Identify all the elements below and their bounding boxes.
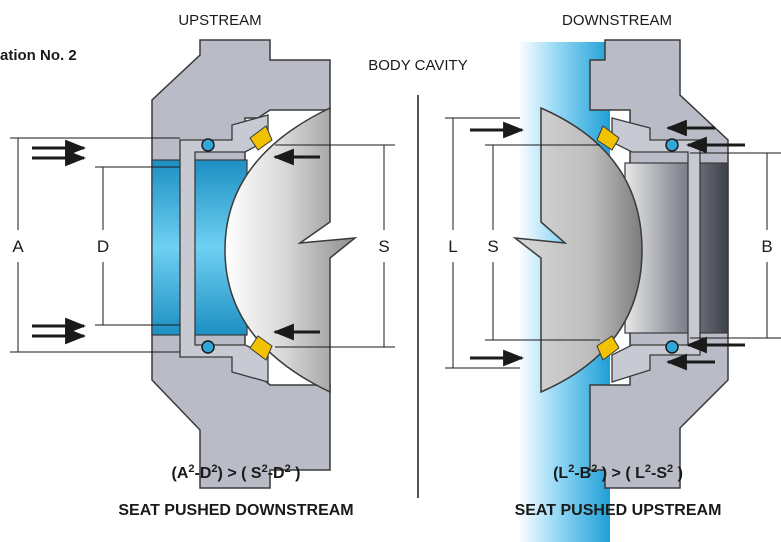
upstream-caption: SEAT PUSHED DOWNSTREAM — [118, 502, 353, 519]
dimension-a-label: A — [12, 237, 24, 256]
dimension-b-label: B — [761, 237, 772, 256]
downstream-dimension-lines — [445, 117, 781, 369]
downstream-seal-bottom — [596, 335, 620, 361]
upstream-seal-bottom — [249, 335, 273, 361]
dimension-s-downstream-label: S — [487, 237, 498, 256]
dimension-s-upstream-label: S — [378, 237, 389, 256]
downstream-formula: (L2-B2 ) > ( L2-S2 ) — [553, 463, 683, 482]
section-heading: ation No. 2 — [0, 47, 77, 64]
dimension-d-label: D — [97, 237, 109, 256]
upstream-label: UPSTREAM — [178, 12, 261, 29]
downstream-seal-top — [596, 125, 620, 151]
downstream-ball — [512, 106, 643, 394]
downstream-assembly — [445, 39, 781, 542]
upstream-o-ring-top — [201, 138, 215, 152]
downstream-label: DOWNSTREAM — [562, 12, 672, 29]
downstream-o-ring-top — [665, 138, 679, 152]
upstream-formula: (A2-D2) > ( S2-D2 ) — [172, 463, 301, 482]
dimension-l-label: L — [448, 237, 457, 256]
downstream-o-ring-bottom — [665, 340, 679, 354]
body-cavity-label: BODY CAVITY — [368, 57, 467, 74]
upstream-ball — [224, 106, 358, 394]
downstream-caption: SEAT PUSHED UPSTREAM — [515, 502, 722, 519]
upstream-seal-top — [249, 125, 273, 151]
upstream-assembly — [10, 39, 395, 489]
downstream-pressure-arrows — [470, 119, 745, 371]
upstream-o-ring-bottom — [201, 340, 215, 354]
upstream-dimension-lines — [10, 137, 395, 353]
upstream-pressure-arrows — [32, 139, 320, 345]
